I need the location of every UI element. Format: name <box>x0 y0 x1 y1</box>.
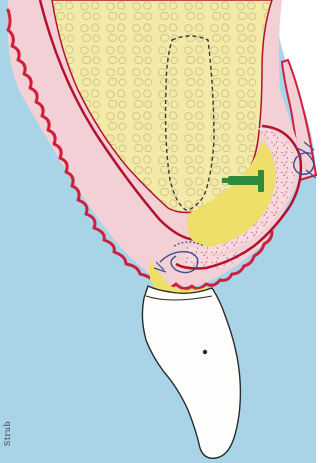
tooth-dot <box>203 350 207 354</box>
signature-text: Strub <box>4 420 13 445</box>
artist-signature: Strub <box>2 412 14 454</box>
